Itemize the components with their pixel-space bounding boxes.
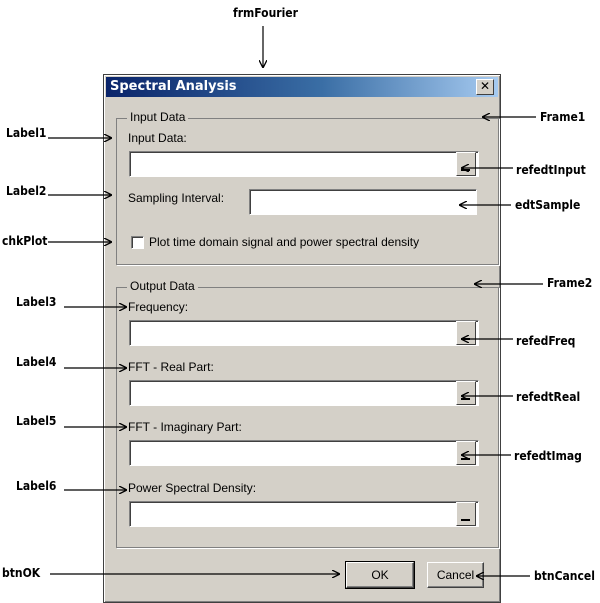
cancel-button[interactable]: Cancel (427, 562, 484, 588)
callout-refedtimag: refedtImag (514, 449, 582, 463)
psd-label: Power Spectral Density: (128, 481, 257, 495)
close-button[interactable]: ✕ (476, 79, 494, 95)
frequency-label: Frequency: (128, 300, 189, 314)
callout-refedtinput: refedtInput (516, 163, 586, 177)
psd-ref-button[interactable] (456, 502, 476, 526)
input-data-label: Input Data: (128, 131, 187, 145)
fft-real-field[interactable] (129, 380, 479, 406)
ref-edit-icon (461, 458, 470, 460)
callout-btncancel: btnCancel (534, 569, 595, 583)
sampling-interval-field[interactable] (249, 189, 477, 215)
callout-label5: Label5 (16, 414, 57, 428)
fft-real-label: FFT - Real Part: (128, 360, 214, 374)
title-bar[interactable]: Spectral Analysis ✕ (106, 77, 498, 97)
ref-edit-icon (461, 519, 470, 521)
plot-checkbox-label: Plot time domain signal and power spectr… (149, 235, 420, 249)
callout-label1: Label1 (6, 126, 47, 140)
output-data-frame: Output Data (116, 279, 499, 548)
callout-btnok: btnOK (2, 566, 41, 580)
callout-label3: Label3 (16, 295, 57, 309)
callout-chkplot: chkPlot (2, 234, 48, 248)
callout-frmfourier: frmFourier (233, 6, 298, 20)
callout-edtsample: edtSample (515, 198, 581, 212)
input-data-frame-title: Input Data (127, 110, 189, 124)
frequency-field[interactable] (129, 320, 479, 346)
callout-frame2: Frame2 (547, 276, 593, 290)
callout-label6: Label6 (16, 479, 57, 493)
sampling-interval-label: Sampling Interval: (128, 191, 225, 205)
output-data-frame-title: Output Data (127, 279, 198, 293)
callout-refedtfreq: refedFreq (516, 334, 576, 348)
input-data-frame: Input Data (116, 110, 499, 265)
callout-label4: Label4 (16, 355, 57, 369)
input-data-field[interactable] (129, 151, 479, 177)
fft-imag-field[interactable] (129, 440, 479, 466)
callout-label2: Label2 (6, 184, 47, 198)
plot-checkbox[interactable] (131, 236, 144, 249)
dialog-title: Spectral Analysis (110, 79, 237, 94)
fft-imag-label: FFT - Imaginary Part: (128, 420, 242, 434)
psd-field[interactable] (129, 501, 479, 527)
ok-button[interactable]: OK (345, 561, 415, 589)
callout-frame1: Frame1 (540, 110, 586, 124)
close-icon: ✕ (479, 79, 491, 93)
callout-refedtreal: refedtReal (516, 390, 581, 404)
